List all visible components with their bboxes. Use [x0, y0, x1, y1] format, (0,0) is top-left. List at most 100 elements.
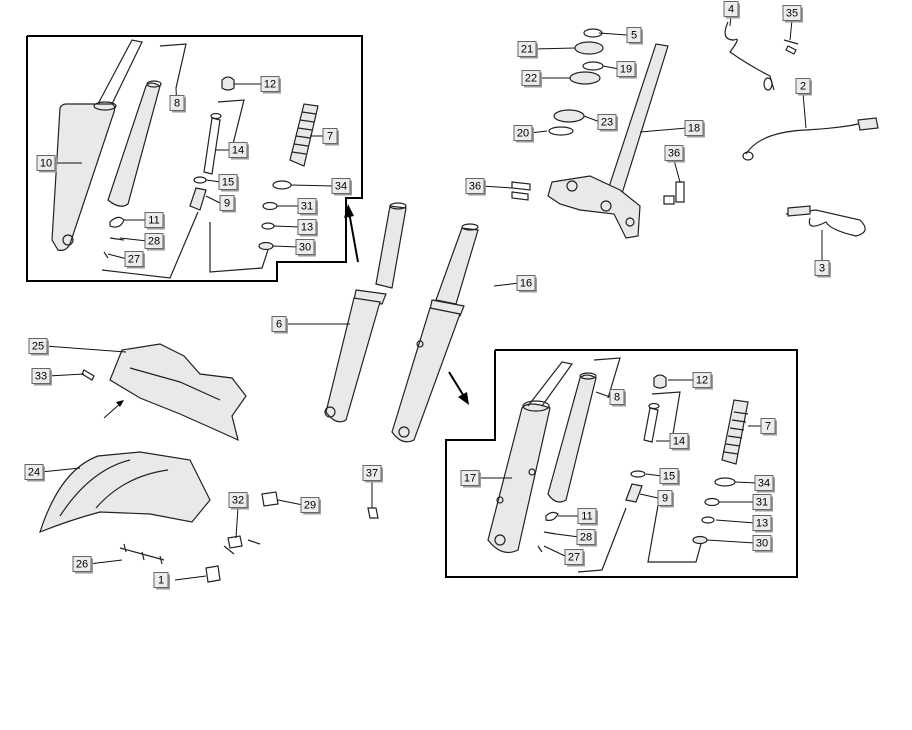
fender-cover-25-drawing — [109, 343, 247, 442]
callout-number: 13 — [301, 222, 313, 234]
leader-line-c23 — [583, 115, 601, 123]
callout-box — [513, 125, 533, 141]
callout-c32: 32 — [228, 492, 249, 510]
callout-number: 2 — [800, 81, 806, 93]
callout-number: 17 — [464, 473, 476, 485]
callout-number: 24 — [28, 467, 40, 479]
callout-box — [297, 219, 317, 235]
callout-box — [564, 549, 584, 565]
callout-c37: 37 — [362, 465, 383, 483]
callout-number: 20 — [517, 128, 529, 140]
callout-number: 18 — [688, 123, 700, 135]
callout-box — [692, 372, 712, 388]
callout-box — [144, 233, 164, 249]
callout-box — [218, 174, 238, 190]
callout-c34b: 34 — [754, 475, 775, 493]
callout-c36a: 36 — [465, 178, 486, 196]
leader-lines — [40, 15, 823, 581]
callout-box — [124, 251, 144, 267]
bolt-33-drawing — [81, 369, 95, 381]
leader-line-c30b — [706, 539, 756, 544]
callout-box — [597, 114, 617, 130]
callout-labels: 1234567788991011111212131314141515161718… — [24, 1, 831, 590]
callout-number: 15 — [663, 471, 675, 483]
pointer-arrow-fender — [103, 400, 124, 419]
cable-4-drawing — [724, 21, 775, 91]
leader-line-c13a — [273, 225, 301, 228]
callout-number: 36 — [469, 181, 481, 193]
callout-c27a: 27 — [124, 251, 145, 269]
callout-c13a: 13 — [297, 219, 318, 237]
callout-c9b: 9 — [657, 490, 674, 508]
callout-c25: 25 — [28, 338, 49, 356]
callout-number: 21 — [521, 44, 533, 56]
callout-box — [72, 556, 92, 572]
leader-line-c5 — [598, 32, 628, 36]
callout-box — [576, 529, 596, 545]
callout-c35: 35 — [782, 5, 803, 23]
fork-assembly-6-drawing — [324, 202, 407, 423]
pointer-arrow-left-frame — [344, 204, 359, 263]
callout-c30b: 30 — [752, 535, 773, 553]
callout-number: 27 — [128, 254, 140, 266]
callout-box — [300, 497, 320, 513]
callout-c20: 20 — [513, 125, 534, 143]
callout-box — [460, 470, 480, 486]
callout-c28b: 28 — [576, 529, 597, 547]
leader-line-c1 — [174, 575, 207, 581]
leader-line-c16 — [493, 282, 520, 287]
callout-box — [322, 128, 338, 144]
callout-number: 30 — [756, 538, 768, 550]
callout-c28a: 28 — [144, 233, 165, 251]
callout-box — [228, 492, 248, 508]
callout-box — [153, 572, 169, 588]
callout-box — [626, 27, 642, 43]
callout-number: 28 — [148, 236, 160, 248]
leader-line-c9b — [639, 493, 659, 499]
callout-box — [144, 212, 164, 228]
callout-number: 26 — [76, 559, 88, 571]
callout-number: 31 — [756, 497, 768, 509]
callout-number: 16 — [520, 278, 532, 290]
callout-box — [752, 535, 772, 551]
leader-line-c35 — [789, 19, 793, 41]
callout-number: 29 — [304, 500, 316, 512]
leader-line-c34a — [290, 184, 335, 187]
fork-slider-left-drawing — [51, 39, 143, 251]
callout-c18: 18 — [684, 120, 705, 138]
callout-c14a: 14 — [228, 142, 249, 160]
leader-line-c15b — [645, 473, 663, 477]
callout-box — [516, 275, 536, 291]
brake-hose-clip-26-drawing — [119, 543, 165, 565]
callout-number: 13 — [756, 518, 768, 530]
callout-box — [331, 178, 351, 194]
callout-c11a: 11 — [144, 212, 165, 230]
callout-c22: 22 — [521, 70, 542, 88]
callout-box — [362, 465, 382, 481]
callout-number: 14 — [673, 436, 685, 448]
damper-right-drawing — [537, 374, 703, 573]
bearing-stack-drawing — [548, 28, 604, 136]
callout-number: 8 — [174, 98, 180, 110]
callout-c7b: 7 — [760, 418, 777, 436]
callout-number: 27 — [568, 552, 580, 564]
callout-number: 6 — [276, 319, 282, 331]
callout-number: 37 — [366, 468, 378, 480]
speedo-cable-2-drawing — [742, 117, 879, 161]
fork-assembly-16-drawing — [391, 223, 479, 443]
callout-number: 7 — [765, 421, 771, 433]
leader-line-c36b — [673, 159, 681, 183]
callout-box — [219, 195, 235, 211]
callout-number: 10 — [40, 158, 52, 170]
callout-c10: 10 — [36, 155, 57, 173]
callout-box — [271, 316, 287, 332]
leader-line-c27a — [107, 253, 128, 260]
callout-box — [752, 494, 772, 510]
callout-number: 5 — [631, 30, 637, 42]
callout-number: 11 — [581, 511, 592, 523]
callout-box — [609, 389, 625, 405]
callout-number: 28 — [580, 532, 592, 544]
clamp-3-drawing — [785, 205, 866, 237]
callout-c19: 19 — [616, 61, 637, 79]
